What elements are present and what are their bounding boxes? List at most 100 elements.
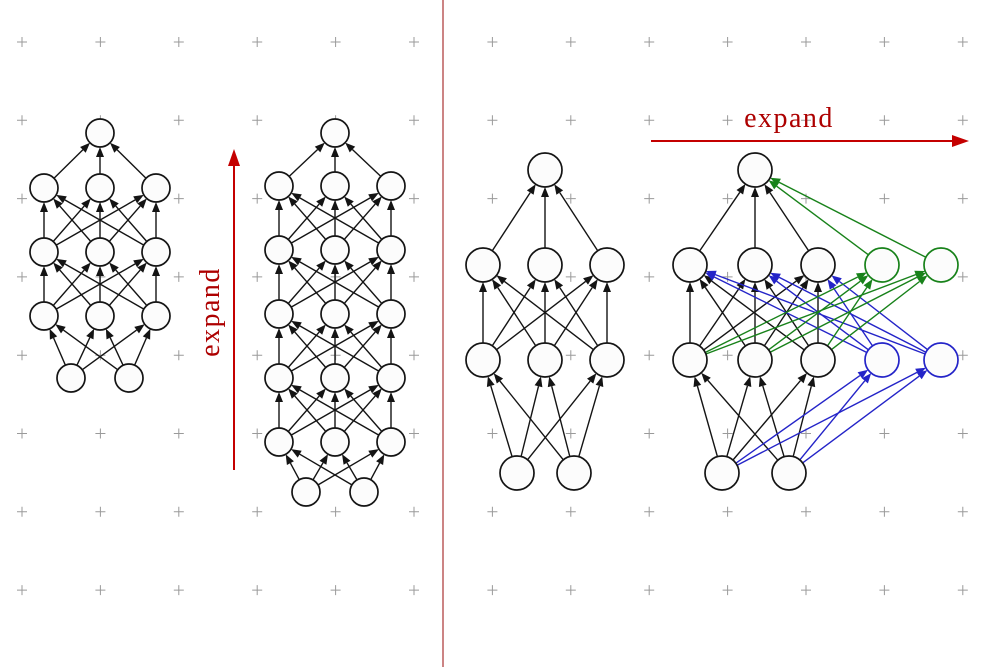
wide-net-original-edge-b2-a3-arrowhead-icon — [588, 279, 598, 290]
wide-net-expanded-edge-a1-o-line — [699, 191, 741, 252]
wide-net-expanded-edge-b3-a3-arrowhead-icon — [814, 282, 822, 292]
wide-net-expanded-node-u2 — [923, 342, 959, 378]
deep-net-expanded-edge-e2-d3-arrowhead-icon — [372, 388, 382, 399]
deep-net-original-edge-c2-b1-line — [59, 269, 92, 306]
deep-net-original-edge-b3-a1-line — [64, 199, 145, 246]
deep-net-expanded-edge-d3-c1-arrowhead-icon — [291, 320, 302, 330]
wide-net-expanded-edge-i2-b3-line — [792, 386, 812, 457]
deep-net-expanded-edge-e3-d1-arrowhead-icon — [291, 384, 302, 394]
deep-net-original-node-a2 — [85, 173, 115, 203]
wide-net-original-edge-b1-a2-arrowhead-icon — [526, 279, 536, 290]
deep-net-expanded-edge-b2-a3-line — [343, 203, 376, 240]
wide-net-original-edge-b2-a1-arrowhead-icon — [492, 279, 502, 290]
deep-net-expanded-edge-c1-b3-arrowhead-icon — [368, 256, 379, 266]
deep-net-expanded-node-i1 — [291, 477, 321, 507]
wide-net-expanded-edge-g1-o-line — [776, 185, 869, 256]
deep-net-expanded-edge-c2-b2-arrowhead-icon — [331, 264, 339, 274]
deep-net-expanded-edge-d3-c2-arrowhead-icon — [344, 324, 354, 335]
wide-net-expanded-node-i2 — [771, 455, 807, 491]
wide-net-expanded-edge-b1-a1-arrowhead-icon — [686, 282, 694, 292]
deep-net-expanded-edge-b1-a3-arrowhead-icon — [368, 192, 379, 202]
wide-net-original-edge-b3-a2-arrowhead-icon — [554, 279, 564, 290]
deep-net-expanded-edge-c3-b3-arrowhead-icon — [387, 264, 395, 274]
deep-net-expanded-edge-d1-c3-line — [290, 325, 371, 372]
wide-net-expanded-edge-i2-b2-arrowhead-icon — [758, 376, 767, 387]
deep-net-expanded-node-a1 — [264, 171, 294, 201]
deep-net-expanded-edge-i2-e1-arrowhead-icon — [291, 449, 302, 458]
deep-net-expanded-edge-a2-o-arrowhead-icon — [331, 147, 339, 157]
wide-net-expanded-edge-a3-o-arrowhead-icon — [764, 184, 774, 195]
deep-net-expanded-edge-d1-c3-arrowhead-icon — [368, 320, 379, 330]
deep-net-original-node-a3 — [141, 173, 171, 203]
deep-net-expanded-node-a2 — [320, 171, 350, 201]
deep-net-original-edge-c3-b3-arrowhead-icon — [152, 266, 160, 276]
deep-net-expanded-edge-i1-e2-line — [312, 462, 324, 481]
deep-net-expanded-edge-i2-e2-line — [346, 462, 358, 481]
wide-net-original-edge-i1-b3-line — [527, 380, 591, 461]
deep-net-original-edge-c3-b1-arrowhead-icon — [56, 258, 67, 268]
wide-net-expanded-edge-i1-b3-arrowhead-icon — [797, 373, 807, 384]
wide-net-expanded-edge-b3-a2-arrowhead-icon — [764, 279, 774, 290]
wide-net-expanded-edge-i1-b3-line — [732, 380, 802, 461]
deep-net-expanded-node-d2 — [320, 363, 350, 393]
wide-net-expanded-edge-b1-a3-line — [703, 280, 797, 351]
wide-net-expanded-edge-u2-a2-line — [778, 276, 927, 353]
deep-net-expanded-edge-e3-d1-line — [299, 389, 380, 436]
wide-net-original-edge-i1-b1-line — [490, 385, 513, 457]
wide-net-expanded-edge-i1-u2-line — [736, 371, 918, 466]
deep-net-expanded-edge-i1-e3-line — [317, 453, 371, 486]
deep-net-expanded-edge-d3-c3-arrowhead-icon — [387, 328, 395, 338]
wide-net-original-node-b3 — [589, 342, 625, 378]
deep-net-expanded-edge-d1-c1-arrowhead-icon — [275, 328, 283, 338]
wide-net-original-edge-a1-o-arrowhead-icon — [526, 184, 536, 195]
deep-net-original-edge-c1-b1-arrowhead-icon — [40, 266, 48, 276]
deep-net-expanded-edge-i2-e3-line — [370, 462, 381, 481]
expand-label-vertical: expand — [195, 267, 226, 357]
deep-net-expanded-edge-d1-c2-arrowhead-icon — [316, 324, 326, 335]
wide-net-expanded-node-o — [737, 152, 773, 188]
wide-net-expanded-node-i1 — [704, 455, 740, 491]
wide-net-original-edge-b2-a2-arrowhead-icon — [541, 282, 549, 292]
deep-net-original-edge-b3-a2-line — [115, 205, 148, 242]
deep-net-expanded-edge-b2-a1-arrowhead-icon — [288, 196, 298, 207]
deep-net-expanded-edge-d2-c1-line — [294, 331, 327, 368]
wide-net-expanded-edge-i2-b1-arrowhead-icon — [701, 372, 711, 383]
wide-net-expanded-node-a1 — [672, 247, 708, 283]
network-wide-net-original — [465, 152, 625, 491]
deep-net-original-edge-c2-b3-arrowhead-icon — [137, 262, 147, 273]
deep-net-original-node-i1 — [56, 363, 86, 393]
deep-net-expanded-edge-e1-d3-line — [290, 389, 371, 436]
wide-net-expanded-edge-u1-a1-line — [713, 276, 868, 354]
wide-net-expanded-edge-b2-g1-line — [768, 280, 861, 351]
wide-net-original-node-a1 — [465, 247, 501, 283]
wide-net-expanded-edge-i2-u2-arrowhead-icon — [916, 370, 928, 380]
deep-net-expanded-edge-b1-a3-line — [290, 197, 371, 244]
deep-net-expanded-edge-c3-b2-arrowhead-icon — [344, 260, 354, 271]
deep-net-original-edge-c1-b3-arrowhead-icon — [133, 258, 144, 268]
wide-net-expanded-edge-b2-g2-line — [769, 276, 918, 353]
deep-net-expanded-edge-d3-c1-line — [299, 325, 380, 372]
wide-net-expanded-edge-b1-a3-arrowhead-icon — [793, 275, 805, 285]
wide-net-original-edge-i2-b1-line — [499, 380, 564, 461]
wide-net-expanded-node-b1 — [672, 342, 708, 378]
deep-net-expanded-edge-d2-c3-arrowhead-icon — [372, 324, 382, 335]
deep-net-original-edge-c1-b2-arrowhead-icon — [81, 262, 91, 273]
wide-net-expanded-edge-i2-u1-arrowhead-icon — [861, 373, 872, 384]
deep-net-original-node-o — [85, 118, 115, 148]
deep-net-expanded-edge-d2-c3-line — [343, 331, 376, 368]
deep-net-original-edge-a3-o-line — [116, 149, 147, 179]
deep-net-expanded-edge-d1-c2-line — [287, 331, 320, 368]
wide-net-expanded-edge-i1-u1-arrowhead-icon — [857, 369, 869, 379]
deep-net-expanded-edge-e1-d1-arrowhead-icon — [275, 392, 283, 402]
deep-net-expanded-edge-c1-b2-arrowhead-icon — [316, 260, 326, 271]
network-deep-net-original — [29, 118, 171, 393]
deep-net-original-node-b2 — [85, 237, 115, 267]
network-deep-net-expanded — [264, 118, 406, 507]
wide-net-expanded-edge-i1-b2-line — [726, 385, 749, 457]
deep-net-original-edge-b1-a3-arrowhead-icon — [133, 194, 144, 204]
deep-net-expanded-node-e1 — [264, 427, 294, 457]
wide-net-expanded-edge-b1-g2-line — [705, 273, 916, 355]
wide-net-original-node-b2 — [527, 342, 563, 378]
wide-net-expanded-edge-i1-u1-line — [735, 375, 861, 464]
deep-net-original-edge-b3-a2-arrowhead-icon — [109, 198, 119, 209]
